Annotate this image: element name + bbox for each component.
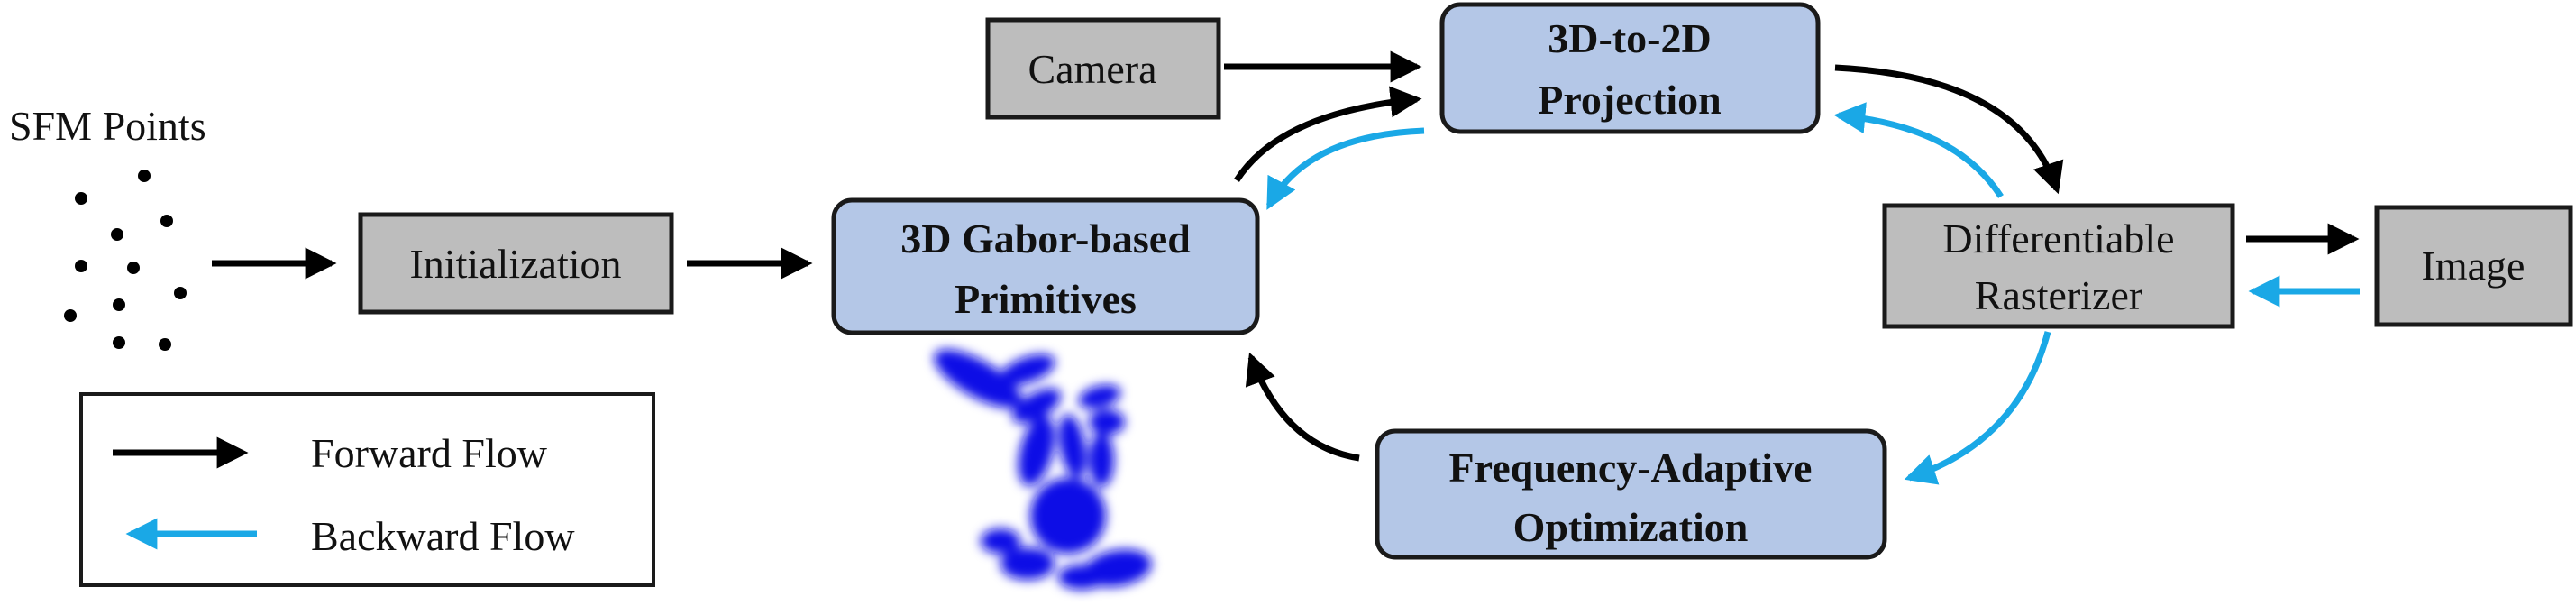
primitives-node: 3D Gabor-based Primitives xyxy=(831,197,1260,335)
arrow-projection-to-primitives xyxy=(1265,127,1425,210)
rasterizer-label-line2: Rasterizer xyxy=(1975,272,2142,318)
image-node: Image xyxy=(2374,205,2573,327)
sfm-points-label: SFM Points xyxy=(9,103,206,149)
legend: Forward Flow Backward Flow xyxy=(79,392,655,587)
camera-label: Camera xyxy=(1028,46,1156,92)
primitives-label-line1: 3D Gabor-based xyxy=(900,216,1191,262)
rasterizer-node: Differentiable Rasterizer xyxy=(1882,203,2235,329)
arrow-optimization-to-primitives xyxy=(1245,352,1360,462)
sfm-point-cloud xyxy=(64,170,187,351)
arrow-projection-to-rasterizer xyxy=(1834,64,2064,195)
projection-label-line1: 3D-to-2D xyxy=(1548,15,1711,61)
projection-label-line2: Projection xyxy=(1538,77,1722,123)
legend-box xyxy=(79,392,655,587)
rasterizer-label-line1: Differentiable xyxy=(1942,216,2174,262)
legend-forward-label: Forward Flow xyxy=(311,430,548,476)
arrow-rasterizer-to-optimization xyxy=(1904,331,2051,485)
arrow-rasterizer-to-projection xyxy=(1833,102,2004,198)
arrow-primitives-to-projection xyxy=(1234,86,1422,182)
backward-arrows xyxy=(1265,102,2360,485)
image-label: Image xyxy=(2422,243,2526,289)
optimization-node: Frequency-Adaptive Optimization xyxy=(1375,428,1887,560)
legend-backward-label: Backward Flow xyxy=(311,513,575,559)
optimization-label-line1: Frequency-Adaptive xyxy=(1449,445,1813,491)
initialization-label: Initialization xyxy=(409,241,621,287)
optimization-label-line2: Optimization xyxy=(1513,504,1749,550)
primitives-label-line2: Primitives xyxy=(955,276,1137,322)
forward-arrows xyxy=(212,50,2360,462)
projection-node: 3D-to-2D Projection xyxy=(1439,2,1821,134)
gabor-primitive-visualization xyxy=(934,349,1152,590)
initialization-node: Initialization xyxy=(358,212,674,315)
camera-node: Camera xyxy=(985,17,1221,120)
